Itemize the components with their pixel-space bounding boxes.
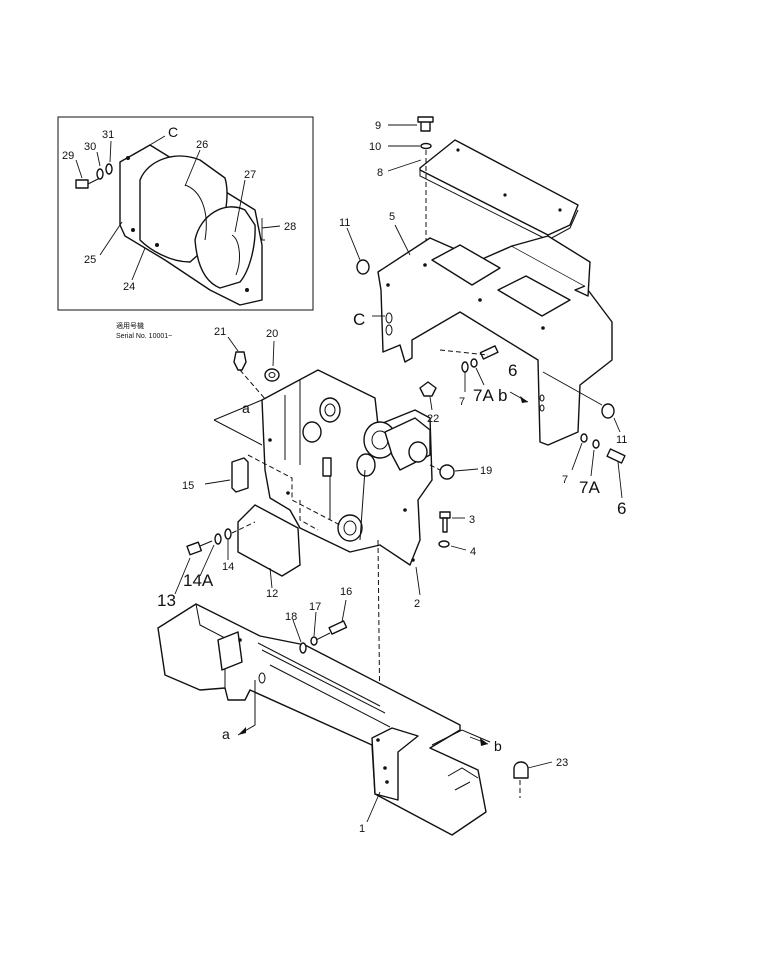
callout-6-lower: 6 [617,499,626,518]
callout-labels: 9 10 8 5 11 C 6 7 7A b 11 7 7A 6 20 21 a… [157,120,627,835]
inset-label-26: 26 [196,139,208,151]
callout-11-left: 11 [339,217,350,229]
washer-14 [224,528,232,540]
washer-14A [214,533,222,545]
callout-11-right: 11 [616,434,627,446]
serial-number-label: Serial No. 10001~ [116,333,172,340]
callout-7-lower: 7 [562,474,568,486]
callout-6-upper: 6 [508,361,517,380]
cap-23 [513,761,529,779]
callout-9: 9 [375,120,381,132]
callout-14A: 14A [183,571,214,590]
inset-label-30: 30 [84,141,96,153]
inset-washer-31 [105,163,113,175]
lower-frame-assembly [157,599,553,836]
callout-21: 21 [214,326,226,338]
inset-detail: 29 30 31 C 26 27 28 25 24 [57,116,314,311]
inset-label-31: 31 [102,129,114,141]
inset-label-27: 27 [244,169,256,181]
callout-8: 8 [377,167,383,179]
washer-7-lower [580,433,588,443]
upper-frame-assembly [346,224,626,499]
callout-ref-a-lower: a [222,726,230,742]
plug-11-left [356,259,370,275]
nut-20 [264,368,280,382]
callout-17: 17 [309,601,321,613]
callout-15: 15 [182,480,194,492]
callout-1: 1 [359,823,365,835]
callout-7-upper: 7 [459,396,465,408]
washer-17 [310,636,318,646]
inset-label-29: 29 [62,150,74,162]
callout-14: 14 [222,561,234,573]
inset-bolt-29 [75,179,89,189]
plug-11-right [601,403,615,419]
callout-7A-upper: 7A [473,386,494,405]
bolt-6-upper [479,345,499,360]
callout-ref-b-upper: b [498,386,507,405]
middle-bracket-assembly [174,336,479,731]
washer-7A-upper [470,358,478,368]
serial-applicability-label: 適用号機 [116,321,144,330]
callout-ref-c: C [353,310,365,329]
plug-19 [439,464,455,480]
bolt-16 [328,620,348,635]
bracket-2 [261,369,433,566]
callout-5: 5 [389,211,395,223]
callout-2: 2 [414,598,420,610]
callout-20: 20 [266,328,278,340]
fitting-21 [233,351,247,371]
callout-22: 22 [427,413,439,425]
pin-15 [231,457,249,493]
callout-16: 16 [340,586,352,598]
inset-washer-30 [96,168,104,180]
callout-ref-a-upper: a [242,400,250,416]
inset-label-28: 28 [284,221,296,233]
callout-18: 18 [285,611,297,623]
fitting-22 [419,381,437,397]
callout-13: 13 [157,591,176,610]
inset-cover-27 [194,206,256,289]
callout-4: 4 [470,546,476,558]
inset-label-24: 24 [123,281,135,293]
callout-7A-lower: 7A [579,478,600,497]
washer-10 [420,142,432,150]
bolt-3 [439,511,451,519]
callout-10: 10 [369,141,381,153]
plate-12 [237,504,301,577]
bolt-6-lower [606,448,626,464]
bolt-13 [186,541,203,556]
frame-1 [157,603,487,836]
top-plate-assembly [387,116,579,262]
callout-19: 19 [480,465,492,477]
callout-23: 23 [556,757,568,769]
inset-frame [57,116,314,311]
callout-3: 3 [469,514,475,526]
inset-label-25: 25 [84,254,96,266]
callout-12: 12 [266,588,278,600]
washer-7-upper [461,361,469,373]
callout-ref-b-lower: b [494,738,502,754]
inset-label-c: C [168,124,178,140]
washer-7A-lower [592,439,600,449]
washer-18 [299,642,307,654]
washer-4 [438,540,450,548]
